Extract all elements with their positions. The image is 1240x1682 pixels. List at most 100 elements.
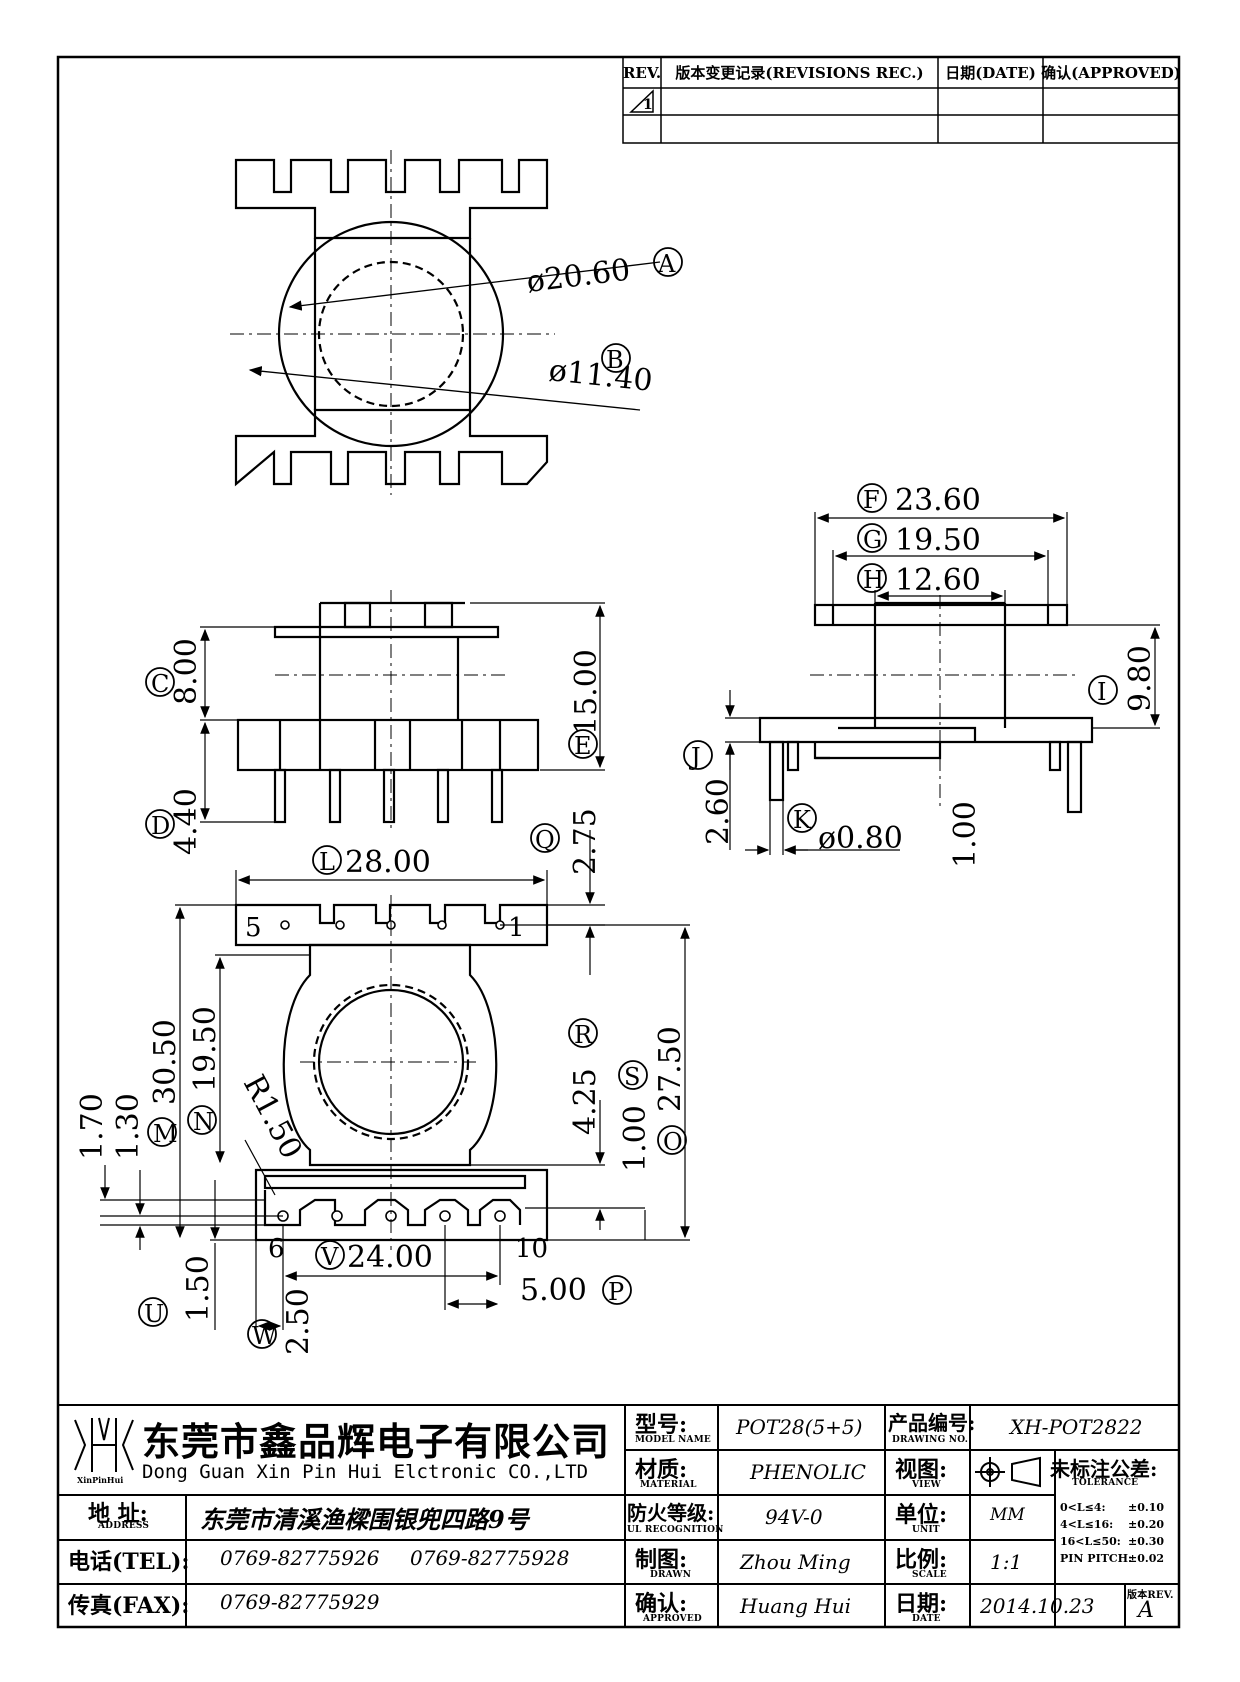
tolerance-value-2: ±0.20 (1128, 1518, 1165, 1531)
address-value: 东莞市清溪渔樑围银兜四路9号 (200, 1505, 529, 1534)
drawing-no-label: 产品编号: (888, 1411, 976, 1435)
unit-sub: UNIT (912, 1525, 940, 1535)
dim-J-value: 2.60 (701, 778, 736, 845)
model-value: POT28(5+5) (736, 1415, 863, 1439)
dim-1-30-value: 1.30 (111, 1093, 146, 1160)
unit-value: MM (990, 1505, 1025, 1525)
dim-D-value: 4.40 (169, 788, 204, 855)
sheet-border (56, 55, 1181, 1629)
revision-triangle-icon: 1 (629, 89, 654, 113)
material-label: 材质: (635, 1457, 688, 1483)
dim-C-letter: C (151, 670, 169, 698)
address-sub: ADDRESS (98, 1521, 150, 1531)
dim-S-value: 1.00 (618, 1105, 653, 1172)
rev-header: REV. (622, 63, 662, 82)
dim-F-letter: F (863, 486, 880, 514)
dim-K2-value: 1.00 (948, 801, 983, 868)
dim-W-letter: W (252, 1322, 277, 1350)
front-view-dims (200, 602, 605, 823)
pin-5-label: 5 (245, 913, 262, 943)
tel-2-value: 0769-82775928 (410, 1546, 570, 1570)
dim-A-value: ø20.60 (525, 253, 632, 300)
approved-sub: APPROVED (643, 1614, 702, 1624)
bottom-view-centerlines (300, 895, 480, 1250)
unit-label: 单位: (895, 1502, 948, 1528)
side-view-centerlines (810, 595, 1075, 810)
address-label: 地 址: (88, 1501, 148, 1527)
dim-I-value: 9.80 (1123, 645, 1158, 712)
dim-V-letter: V (320, 1243, 339, 1271)
logo-text: XinPinHui (77, 1475, 124, 1485)
bottom-view-dims (100, 830, 690, 1331)
dimension-labels: ø20.60 A B ø11.40 8.00 C 4.40 D 15.00 E … (75, 247, 1158, 1355)
dim-P-value: 5.00 (520, 1273, 587, 1308)
tolerance-label: 未标注公差: (1050, 1457, 1158, 1481)
material-value: PHENOLIC (750, 1460, 866, 1484)
dim-R-letter: R (574, 1021, 593, 1049)
dim-N-letter: N (193, 1108, 214, 1136)
dim-H-value: 12.60 (895, 563, 981, 598)
company-logo (74, 1417, 134, 1472)
front-view (236, 601, 540, 824)
dim-B-letter: B (606, 346, 624, 374)
drawn-sub: DRAWN (650, 1570, 692, 1580)
scale-sub: SCALE (912, 1570, 947, 1580)
company-name-en: Dong Guan Xin Pin Hui Elctronic CO.,LTD (142, 1461, 589, 1483)
model-sub: MODEL NAME (635, 1435, 711, 1445)
pin-10-label: 10 (515, 1234, 548, 1264)
dim-N-value: 19.50 (188, 1006, 223, 1092)
revision-table: REV. 版本变更记录(REVISIONS REC.) 日期(DATE) 确认(… (622, 57, 1181, 143)
dim-U-value: 1.50 (181, 1255, 216, 1322)
tolerance-value-3: ±0.30 (1128, 1535, 1165, 1548)
dim-S-letter: S (624, 1063, 640, 1091)
view-label: 视图: (895, 1457, 948, 1483)
dim-V-value: 24.00 (347, 1240, 433, 1275)
dim-Q-value: 2.75 (568, 808, 603, 875)
tolerance-range-1: 0<L≤4: (1060, 1501, 1106, 1514)
scale-label: 比例: (895, 1547, 948, 1573)
fax-label: 传真(FAX): (68, 1593, 190, 1619)
scale-value: 1:1 (990, 1550, 1023, 1574)
pin-1-label: 1 (508, 913, 525, 943)
drawing-no-sub: DRAWING NO. (892, 1435, 969, 1445)
dim-H-letter: H (863, 566, 884, 594)
view-sub: VIEW (912, 1480, 941, 1490)
dim-B-value: ø11.40 (547, 353, 654, 399)
title-block-grid (58, 1404, 1179, 1627)
dim-L-value: 28.00 (345, 845, 431, 880)
dim-M-value: 30.50 (148, 1019, 183, 1105)
date-sub: DATE (912, 1614, 941, 1624)
dim-O-letter: O (663, 1128, 683, 1156)
pin-6-label: 6 (268, 1234, 285, 1264)
dim-O-value: 27.50 (653, 1026, 688, 1112)
dim-K-letter: K (793, 806, 812, 834)
dim-E-letter: E (574, 732, 592, 760)
revision-triangle-number: 1 (643, 97, 653, 113)
company-name-cn: 东莞市鑫品辉电子有限公司 (142, 1419, 611, 1464)
approved-value: Huang Hui (740, 1594, 852, 1618)
approved-label: 确认: (635, 1591, 688, 1617)
drawing-no-value: XH-POT2822 (1010, 1415, 1143, 1439)
top-view-centerlines (230, 150, 555, 495)
dim-radius-value: R1.50 (236, 1069, 309, 1164)
dim-F-value: 23.60 (895, 483, 981, 518)
tolerance-sub: TOLERANCE (1072, 1478, 1139, 1488)
revision-record-header: 版本变更记录(REVISIONS REC.) (675, 64, 924, 82)
model-label: 型号: (635, 1412, 688, 1438)
dim-D-letter: D (151, 812, 170, 840)
fire-rating-label: 防火等级: (627, 1501, 715, 1525)
dim-C-value: 8.00 (169, 638, 204, 705)
tolerance-range-4: PIN PITCH: (1060, 1552, 1133, 1565)
rev-label: 版本REV. (1127, 1590, 1174, 1601)
dim-W-value: 2.50 (281, 1288, 316, 1355)
dim-A-letter: A (657, 250, 676, 278)
dim-I-letter: I (1097, 678, 1106, 706)
dim-P-letter: P (608, 1278, 624, 1306)
side-view (758, 601, 1094, 814)
dim-K-value: ø0.80 (818, 821, 903, 856)
drawn-value: Zhou Ming (740, 1550, 851, 1574)
tolerance-range-3: 16<L≤50: (1060, 1535, 1121, 1548)
front-view-centerlines (275, 590, 505, 830)
fire-rating-value: 94V-0 (765, 1505, 823, 1529)
dim-M-letter: M (153, 1120, 178, 1148)
